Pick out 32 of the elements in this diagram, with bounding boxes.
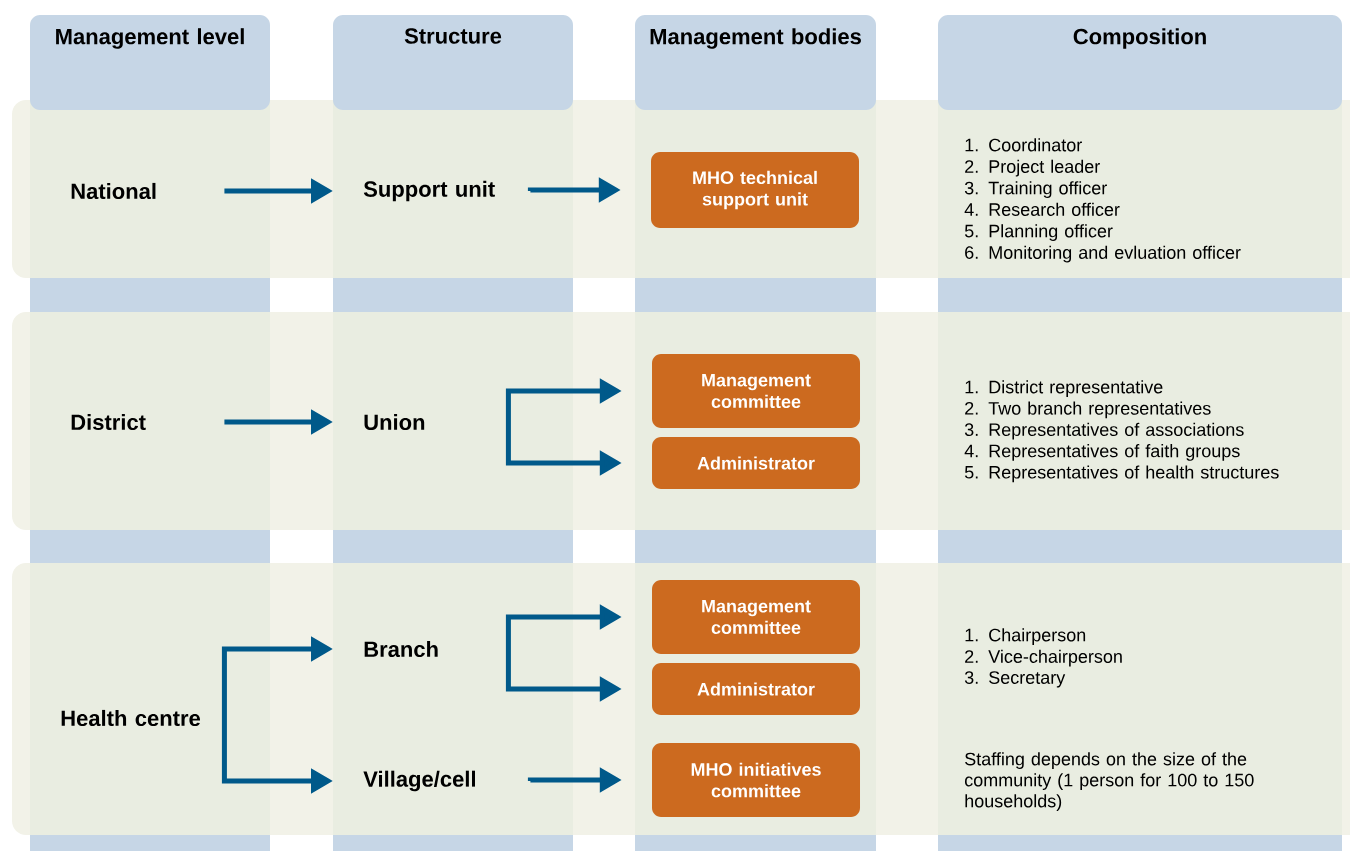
composition-text: 4. Representatives of faith groups	[964, 444, 1240, 461]
composition-text: 2. Two branch representatives	[965, 401, 1211, 419]
level-label: Branch	[364, 640, 438, 658]
composition-text: 5. Representatives of health structures	[964, 465, 1279, 483]
level-label: Health centre	[61, 709, 201, 727]
composition-text: 1. District representative	[965, 380, 1163, 397]
level-label: Village/cell	[363, 770, 475, 792]
column-header: Composition	[938, 15, 1342, 110]
level-label: District	[71, 413, 146, 431]
composition-text: 1. Chairperson	[965, 628, 1086, 645]
column-header: Management level	[30, 15, 270, 110]
composition-text: Staffing depends on the size of the community (1 person for 100 to 150 households)	[964, 752, 1254, 811]
composition-text: 1. Coordinator	[965, 138, 1082, 152]
level-label: Union	[364, 413, 425, 431]
composition-text: 2. Project leader	[965, 159, 1100, 177]
composition-text: 3. Secretary	[964, 671, 1066, 688]
level-label: National	[71, 182, 156, 200]
composition-text: 6. Monitoring and evluation officer	[965, 245, 1241, 263]
column-header: Management bodies	[635, 15, 876, 110]
composition-text: 3. Training officer	[964, 181, 1107, 198]
body-box: Management committee	[652, 580, 860, 654]
body-box: MHO initiatives committee	[652, 743, 860, 817]
composition-text: 4. Research officer	[964, 202, 1120, 216]
composition-text: 2. Vice-chairperson	[965, 649, 1122, 667]
body-box: MHO technical support unit	[651, 152, 859, 228]
column-header: Structure	[333, 15, 573, 110]
body-box: Administrator	[652, 663, 860, 715]
body-box: Management committee	[652, 354, 860, 428]
composition-text: 3. Representatives of associations	[964, 422, 1244, 440]
composition-text: 5. Planning officer	[964, 224, 1113, 241]
level-label: Support unit	[363, 180, 495, 202]
body-box: Administrator	[652, 437, 860, 489]
